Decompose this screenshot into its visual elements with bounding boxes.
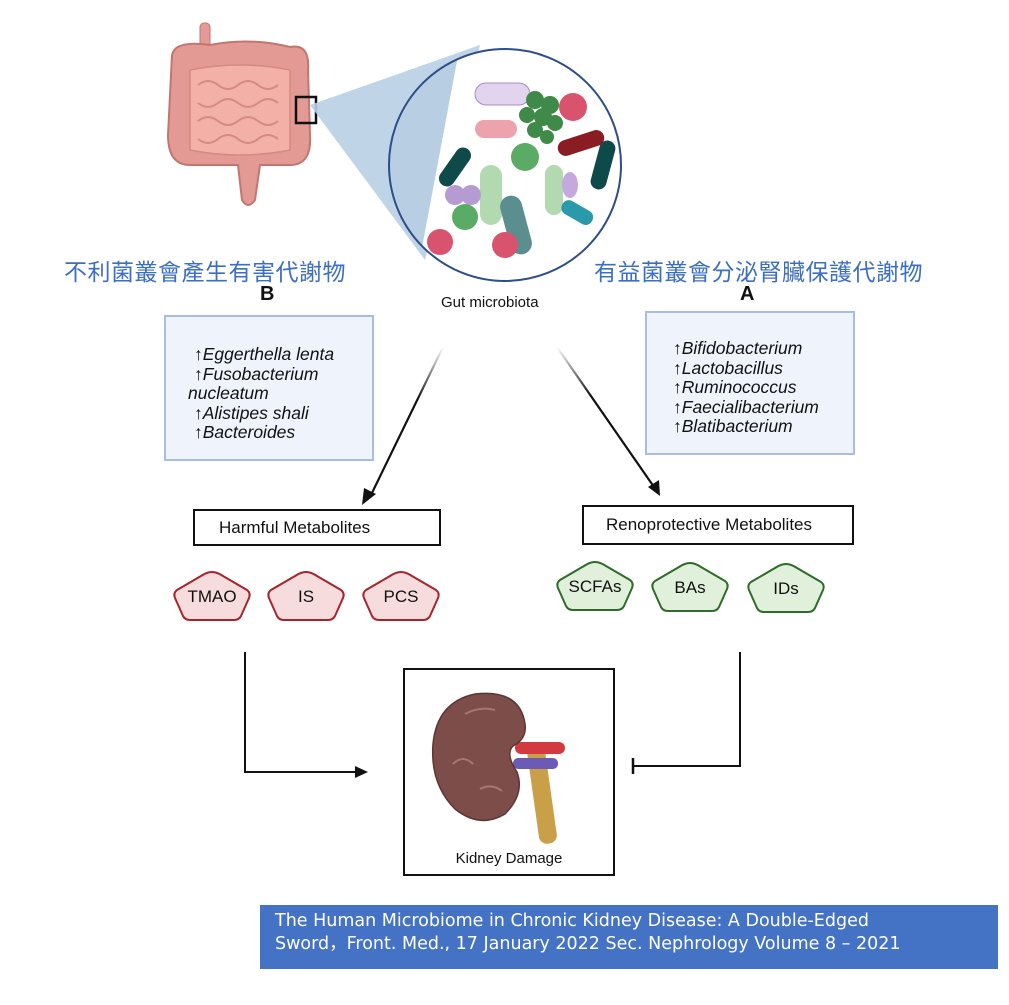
arrowhead-kidney [355,766,368,778]
metabolite-ids: IDs [745,562,827,613]
metabolite-is: IS [265,570,347,621]
metabolite-label: IS [297,587,315,606]
bacteria-item: nucleatum [188,383,269,403]
arrowhead-renoprotective [648,480,660,496]
gut-microbiota-label: Gut microbiota [441,294,539,311]
bacteria-item: ↑Alistipes shali [194,402,309,423]
caption-line-1: The Human Microbiome in Chronic Kidney D… [275,911,869,931]
bacteria-item: ↑Blatibacterium [673,416,793,436]
gut-microbiota-illustration [388,48,622,282]
metabolite-label: TMAO [187,587,237,606]
arrow-to-renoprotective [556,346,655,488]
citation-caption: The Human Microbiome in Chronic Kidney D… [260,905,998,969]
intestine-illustration [166,22,318,206]
kidney-icon [431,692,565,844]
metabolite-label: SCFAs [568,577,622,596]
right-chinese-title: 有益菌叢會分泌腎臟保護代謝物 [594,260,923,286]
left-chinese-title: 不利菌叢會產生有害代謝物 [64,260,346,286]
kidney-damage-box: Kidney Damage [403,668,615,876]
metabolite-label: BAs [674,578,706,597]
beneficial-bacteria-list: ↑Bifidobacterium ↑Lactobacillus ↑Ruminoc… [673,338,819,437]
metabolite-bas: BAs [649,561,731,612]
bacteria-item: ↑Bacteroides [194,422,296,442]
renoprotective-inhibit-line [634,652,741,767]
bacteria-item: ↑Bifidobacterium [673,338,803,358]
harmful-bacteria-list: ↑Eggerthella lenta ↑Fusobacterium nuclea… [188,344,335,443]
bacteria-item: ↑Eggerthella lenta [194,344,335,364]
metabolite-pcs: PCS [360,570,442,621]
harmful-metabolites-box: Harmful Metabolites [193,509,441,546]
arrowhead-harmful [362,488,376,505]
metabolite-tmao: TMAO [171,570,253,621]
beneficial-bacteria-box: ↑Bifidobacterium ↑Lactobacillus ↑Ruminoc… [645,311,855,455]
branch-letter-a: A [740,283,755,305]
bacteria-item: ↑Faecialibacterium [673,396,819,417]
caption-line-2: Sword，Front. Med., 17 January 2022 Sec. … [275,934,901,954]
harmful-to-kidney-line [244,652,360,773]
metabolite-label: IDs [773,579,799,598]
renoprotective-metabolites-box: Renoprotective Metabolites [582,505,854,545]
metabolite-scfas: SCFAs [554,560,636,611]
kidney-damage-label: Kidney Damage [455,850,563,867]
bacteria-item: ↑Lactobacillus [673,357,783,378]
bacteria-item: ↑Fusobacterium [194,363,319,384]
arrow-to-harmful [369,346,444,498]
metabolite-label: PCS [383,587,419,606]
bacteria-item: ↑Ruminococcus [673,377,797,397]
harmful-bacteria-box: ↑Eggerthella lenta ↑Fusobacterium nuclea… [164,315,374,461]
branch-letter-b: B [260,283,275,305]
